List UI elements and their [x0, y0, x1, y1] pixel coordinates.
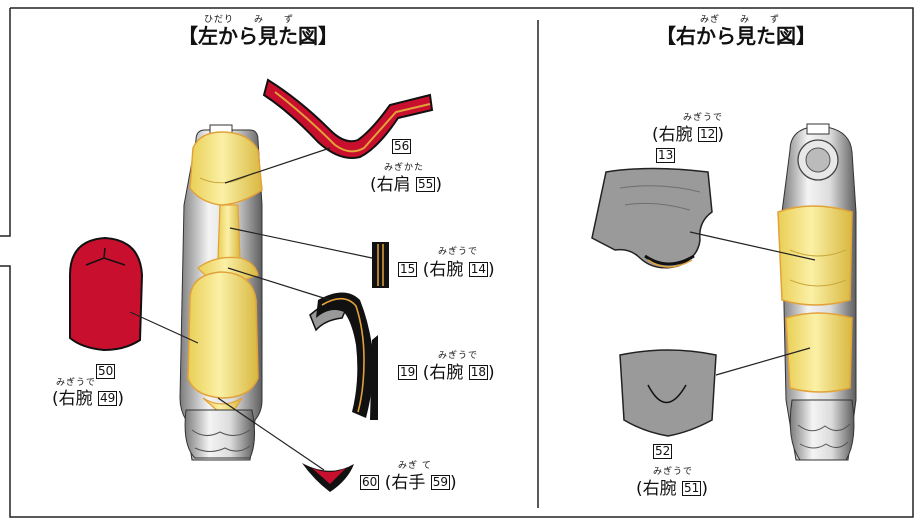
label-52: 52: [653, 444, 673, 459]
label-15-arm14: 15 (右腕 14): [398, 260, 495, 280]
right-leader-lines: [689, 231, 816, 376]
label-60-hand59: 60 (右手 59): [360, 473, 457, 493]
part-60-red-triangle: [302, 463, 354, 492]
label-arm12: (右腕 12): [652, 125, 724, 145]
fist-right: [789, 399, 855, 461]
shoulder-armor-left: [189, 131, 263, 206]
label-arm51-ruby: みぎうで: [653, 467, 694, 477]
right-arm-figure: [777, 123, 857, 461]
left-title: 【左から見た図】: [178, 24, 338, 48]
label-arm51: (右腕 51): [636, 479, 708, 499]
left-leader-lines: [129, 147, 373, 471]
forearm-armor-left: [187, 271, 259, 399]
label-19-arm18: 19 (右腕 18): [398, 363, 495, 383]
forearm-armor-right: [785, 312, 853, 393]
label-arm49-ruby: みぎうで: [56, 378, 97, 388]
part-56-shoulder-band: [262, 78, 434, 159]
page-border: [0, 7, 914, 518]
left-arm-figure: [179, 124, 263, 461]
part-50-red-plate: [69, 236, 144, 352]
label-arm14-ruby: みぎうで: [438, 247, 479, 257]
label-arm49: (右腕 49): [52, 389, 124, 409]
left-title-ruby: ひだり み ず: [204, 15, 295, 25]
part-15-strip: [372, 242, 389, 288]
part-13-gray-shoulder: [591, 167, 713, 269]
label-arm18-ruby: みぎうで: [438, 351, 479, 361]
right-title-ruby: みぎ み ず: [700, 15, 781, 25]
label-hand-ruby: みぎ て: [398, 461, 432, 471]
part-19-curved-band: [309, 292, 378, 420]
upper-arm-band-left: [217, 204, 241, 261]
label-13: 13: [656, 148, 676, 163]
label-shoulder-ruby: みぎかた: [384, 163, 425, 173]
fist-left: [184, 409, 256, 459]
label-56: 56: [392, 139, 412, 154]
part-52-gray-plate: [619, 349, 717, 437]
label-arm12-ruby: みぎうで: [683, 113, 724, 123]
label-50: 50: [96, 364, 116, 379]
label-shoulder: (右肩 55): [370, 175, 442, 195]
right-title: 【右から見た図】: [656, 24, 816, 48]
